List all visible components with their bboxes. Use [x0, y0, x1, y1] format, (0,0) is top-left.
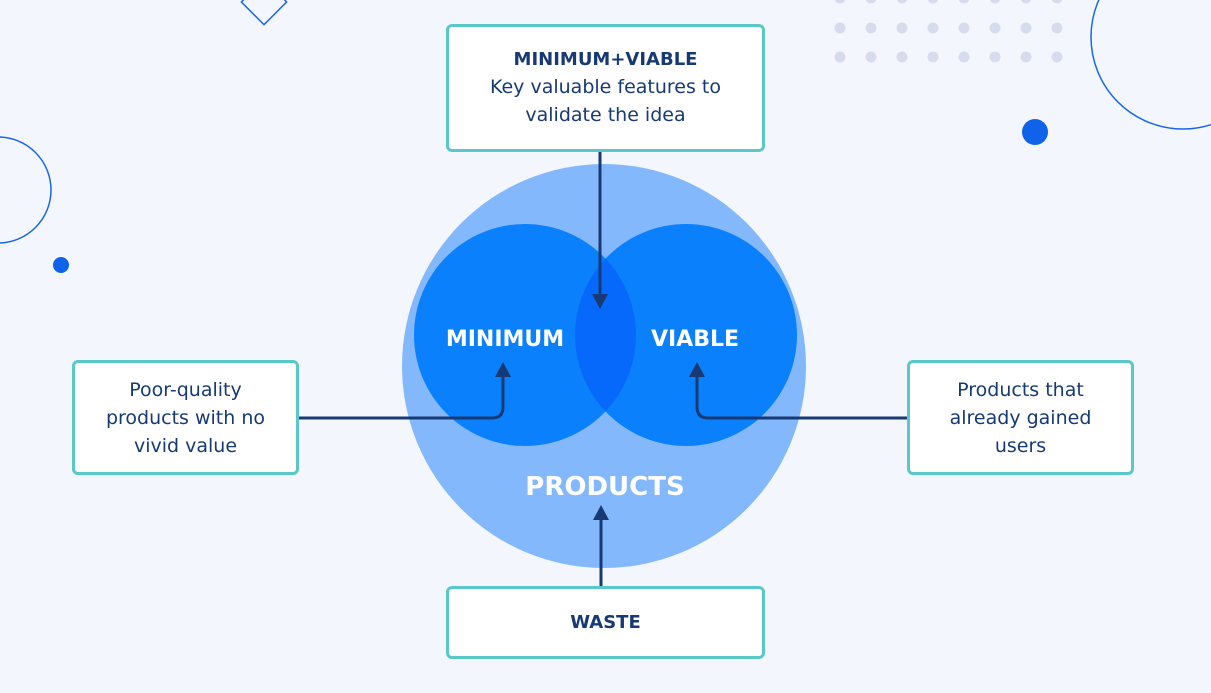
minimum-viable-desc-line1: Key valuable features to — [489, 76, 721, 98]
grid-dot — [896, 51, 908, 63]
bottom-arrowhead — [593, 505, 609, 520]
minimum-viable-title: MINIMUM+VIABLE — [513, 49, 698, 70]
viable-desc-line2: already gained — [949, 406, 1092, 429]
grid-dot — [834, 0, 846, 4]
viable-desc-line3: users — [994, 434, 1047, 457]
grid-dot — [896, 0, 908, 4]
left-arrowhead — [495, 362, 511, 377]
products-label: PRODUCTS — [525, 472, 685, 502]
grid-dot — [989, 0, 1001, 4]
left-dot-decoration — [53, 257, 69, 273]
grid-dot — [927, 22, 939, 34]
grid-dot — [865, 51, 877, 63]
top-arrowhead — [592, 294, 608, 309]
viable-circle — [575, 224, 797, 446]
viable-description-box: Products that already gained users — [907, 360, 1134, 475]
grid-dot — [1051, 51, 1063, 63]
grid-dot — [989, 22, 1001, 34]
grid-dot — [1020, 0, 1032, 4]
grid-dot — [834, 22, 846, 34]
diamond-decoration — [240, 0, 288, 26]
right-arrowhead — [689, 362, 705, 377]
minimum-desc-line3: vivid value — [133, 434, 238, 457]
grid-dot — [958, 0, 970, 4]
grid-dot — [1020, 51, 1032, 63]
connector-arrows — [298, 150, 910, 588]
grid-dot — [927, 51, 939, 63]
grid-dot — [958, 22, 970, 34]
minimum-label: MINIMUM — [445, 327, 565, 352]
waste-box: WASTE — [446, 586, 765, 659]
minimum-viable-box: MINIMUM+VIABLE Key valuable features to … — [446, 24, 765, 152]
grid-dot — [958, 51, 970, 63]
waste-title: WASTE — [570, 611, 641, 633]
right-arrow-line — [695, 375, 910, 420]
grid-dot — [927, 0, 939, 4]
left-ring-decoration — [0, 136, 52, 244]
grid-dot — [865, 22, 877, 34]
dot-grid-decoration — [834, 0, 1063, 63]
grid-dot — [989, 51, 1001, 63]
grid-dot — [865, 0, 877, 4]
minimum-description-box: Poor-quality products with no vivid valu… — [72, 360, 299, 475]
viable-desc-line1: Products that — [957, 378, 1084, 401]
minimum-circle — [414, 224, 636, 446]
right-ring-decoration — [1090, 0, 1211, 130]
grid-dot — [1020, 22, 1032, 34]
minimum-viable-desc-line2: validate the idea — [525, 104, 686, 126]
left-arrow-line — [298, 375, 505, 420]
grid-dot — [834, 51, 846, 63]
grid-dot — [896, 22, 908, 34]
viable-label: VIABLE — [650, 327, 740, 352]
grid-dot — [1051, 0, 1063, 4]
minimum-desc-line2: products with no — [105, 406, 266, 429]
minimum-desc-line1: Poor-quality — [129, 378, 242, 401]
right-dot-decoration — [1022, 119, 1048, 145]
grid-dot — [1051, 22, 1063, 34]
